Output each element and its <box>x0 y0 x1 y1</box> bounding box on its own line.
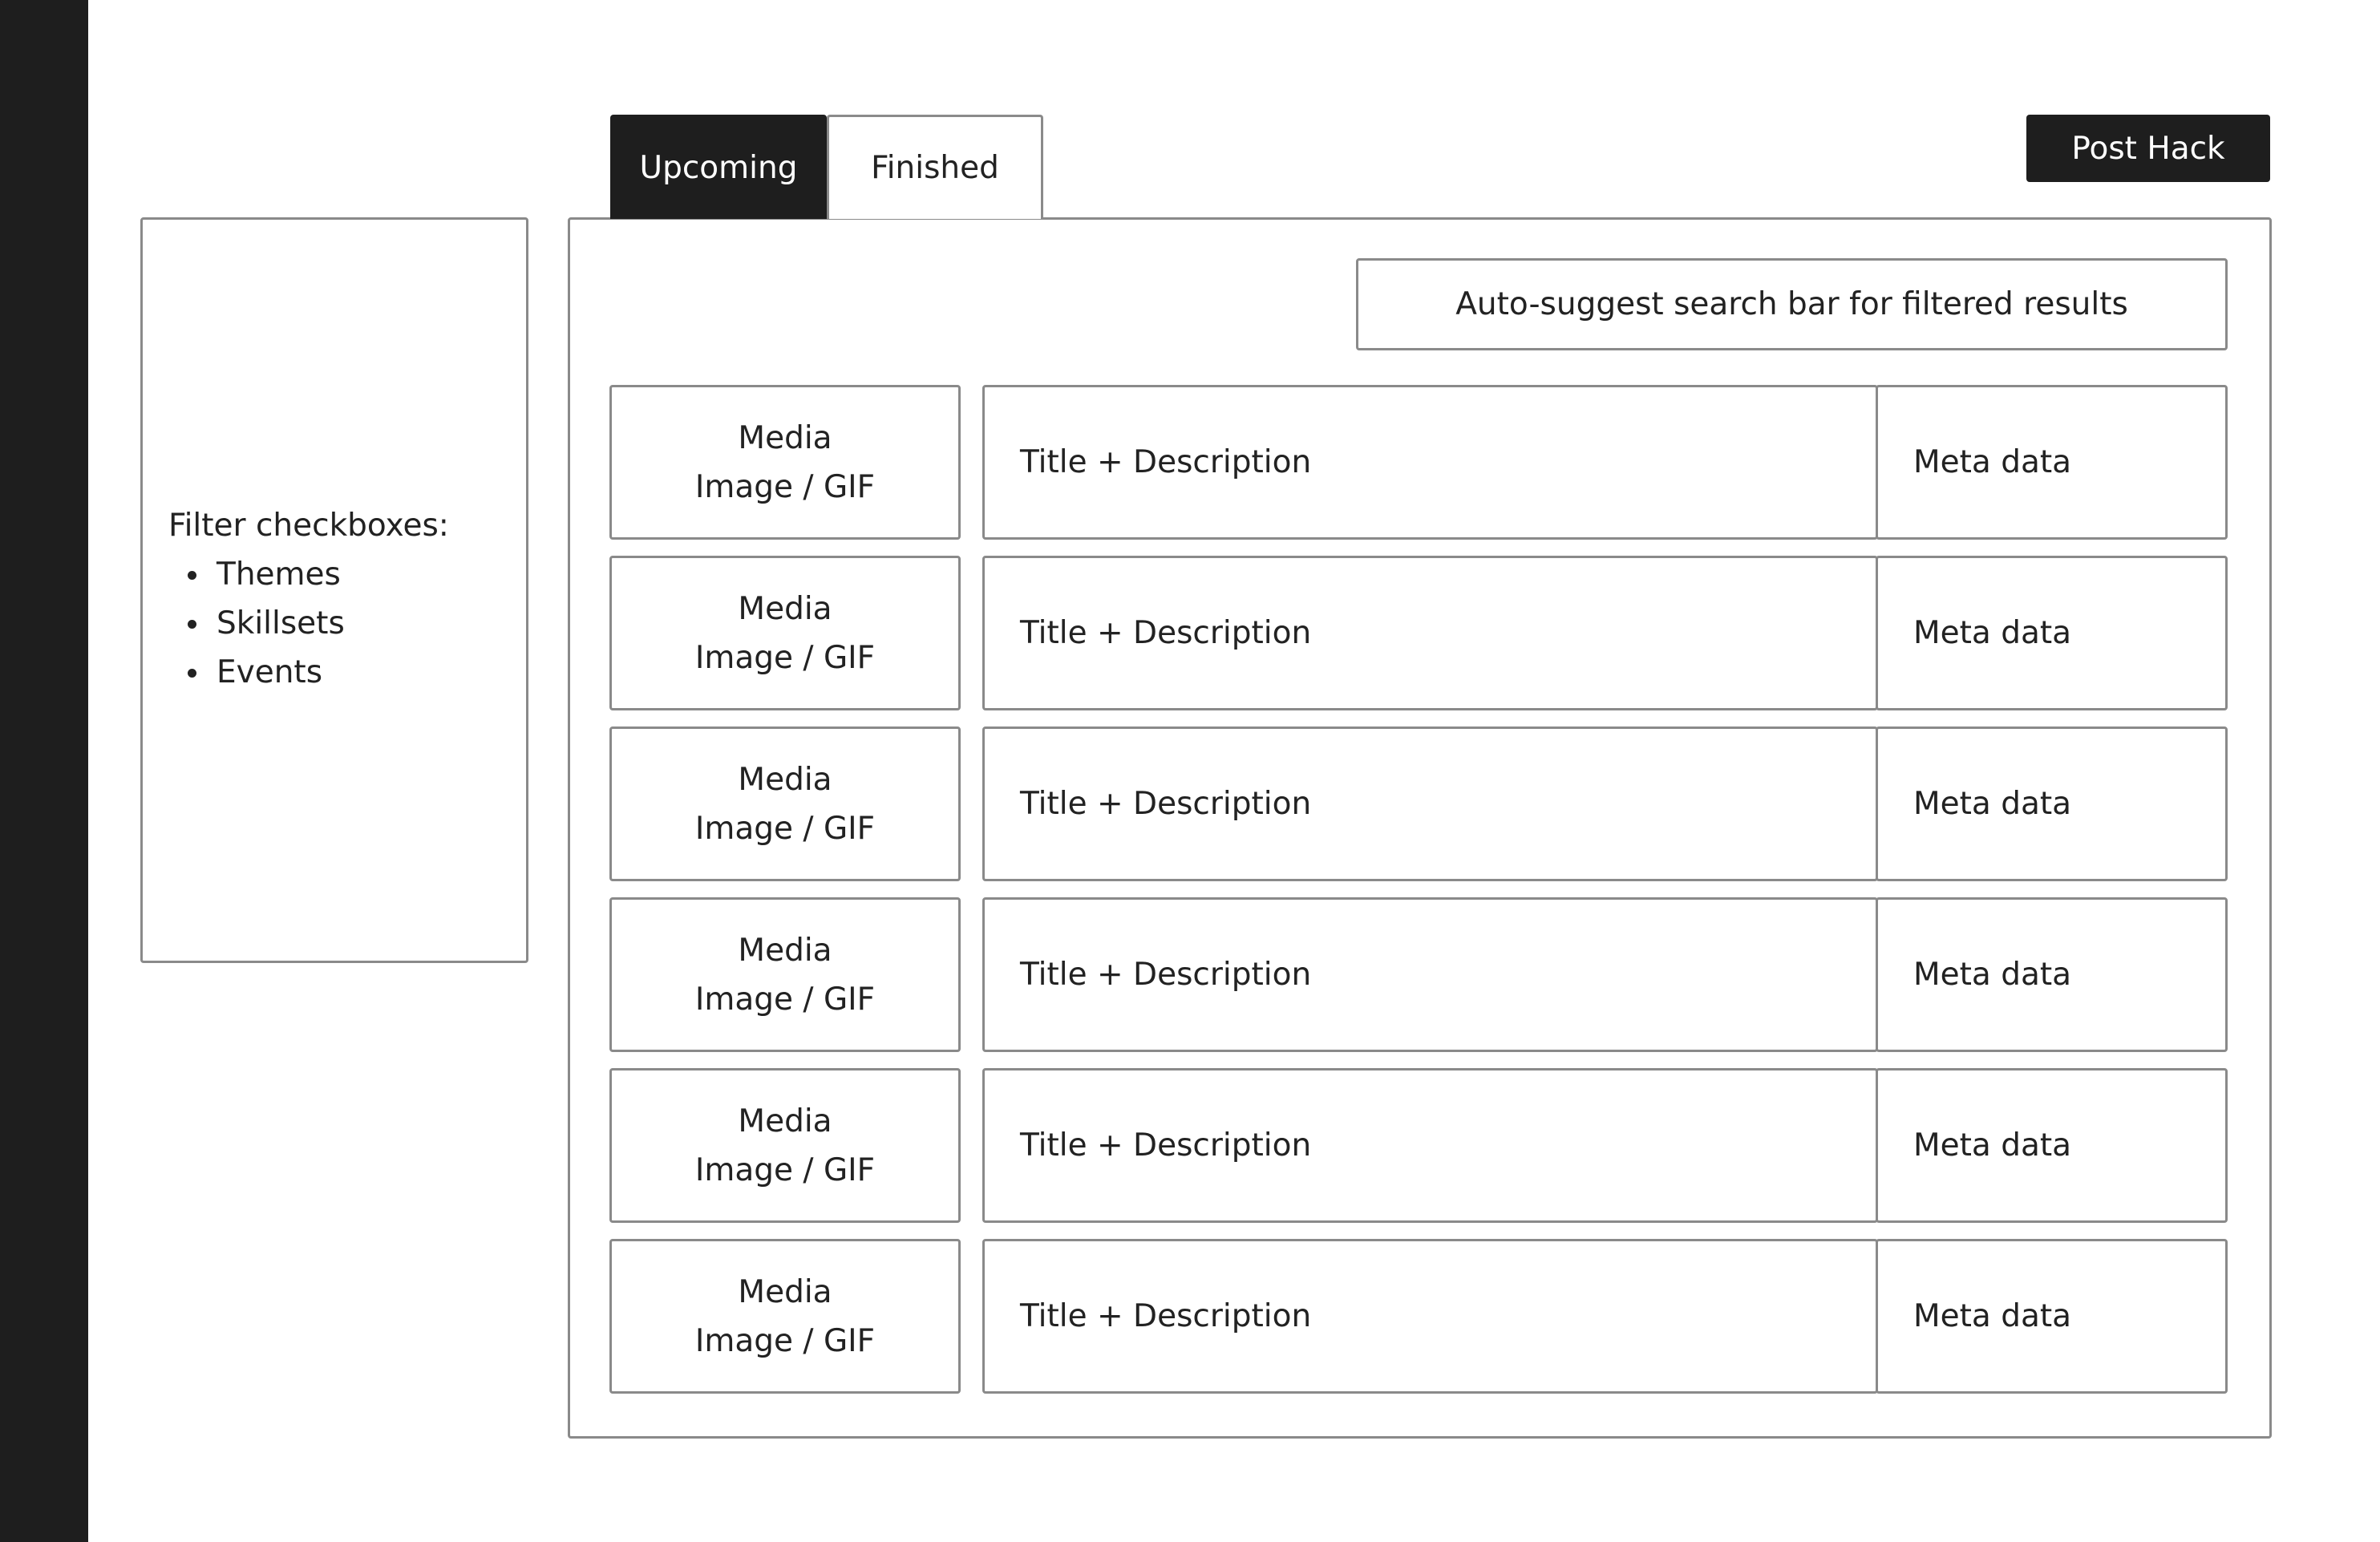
result-media-type: Image / GIF <box>694 1322 876 1359</box>
filter-item-themes[interactable]: Themes <box>168 550 449 599</box>
result-media-type: Image / GIF <box>694 981 876 1018</box>
filter-item-events[interactable]: Events <box>168 648 449 697</box>
result-meta-data: Meta data <box>1876 556 2228 710</box>
filter-list: Themes Skillsets Events <box>168 550 449 697</box>
filter-heading: Filter checkboxes: <box>168 508 449 544</box>
result-media-type: Image / GIF <box>694 468 876 505</box>
result-meta-data: Meta data <box>1876 1068 2228 1223</box>
result-media-label: Media <box>738 932 832 969</box>
result-title-description[interactable]: Title + Description <box>982 726 1878 881</box>
filter-content: Filter checkboxes: Themes Skillsets Even… <box>168 501 449 697</box>
tab-finished[interactable]: Finished <box>827 115 1043 219</box>
result-media-type: Image / GIF <box>694 1151 876 1188</box>
result-title-description[interactable]: Title + Description <box>982 385 1878 540</box>
left-sidebar-bar <box>0 0 88 1542</box>
result-media-label: Media <box>738 1103 832 1139</box>
result-media-type: Image / GIF <box>694 639 876 676</box>
result-title-description[interactable]: Title + Description <box>982 556 1878 710</box>
search-bar[interactable]: Auto-suggest search bar for filtered res… <box>1356 258 2228 350</box>
result-title-description[interactable]: Title + Description <box>982 897 1878 1052</box>
result-media-type: Image / GIF <box>694 810 876 847</box>
tab-upcoming[interactable]: Upcoming <box>610 115 827 219</box>
result-media-label: Media <box>738 1273 832 1310</box>
filter-item-skillsets[interactable]: Skillsets <box>168 599 449 648</box>
result-media-label: Media <box>738 590 832 627</box>
result-title-description[interactable]: Title + Description <box>982 1068 1878 1223</box>
result-title-description[interactable]: Title + Description <box>982 1239 1878 1394</box>
result-media-label: Media <box>738 761 832 798</box>
filter-panel: Filter checkboxes: Themes Skillsets Even… <box>140 217 528 963</box>
post-hack-button[interactable]: Post Hack <box>2026 115 2270 182</box>
result-meta-data: Meta data <box>1876 897 2228 1052</box>
result-meta-data: Meta data <box>1876 726 2228 881</box>
result-meta-data: Meta data <box>1876 385 2228 540</box>
result-media-label: Media <box>738 419 832 456</box>
result-meta-data: Meta data <box>1876 1239 2228 1394</box>
